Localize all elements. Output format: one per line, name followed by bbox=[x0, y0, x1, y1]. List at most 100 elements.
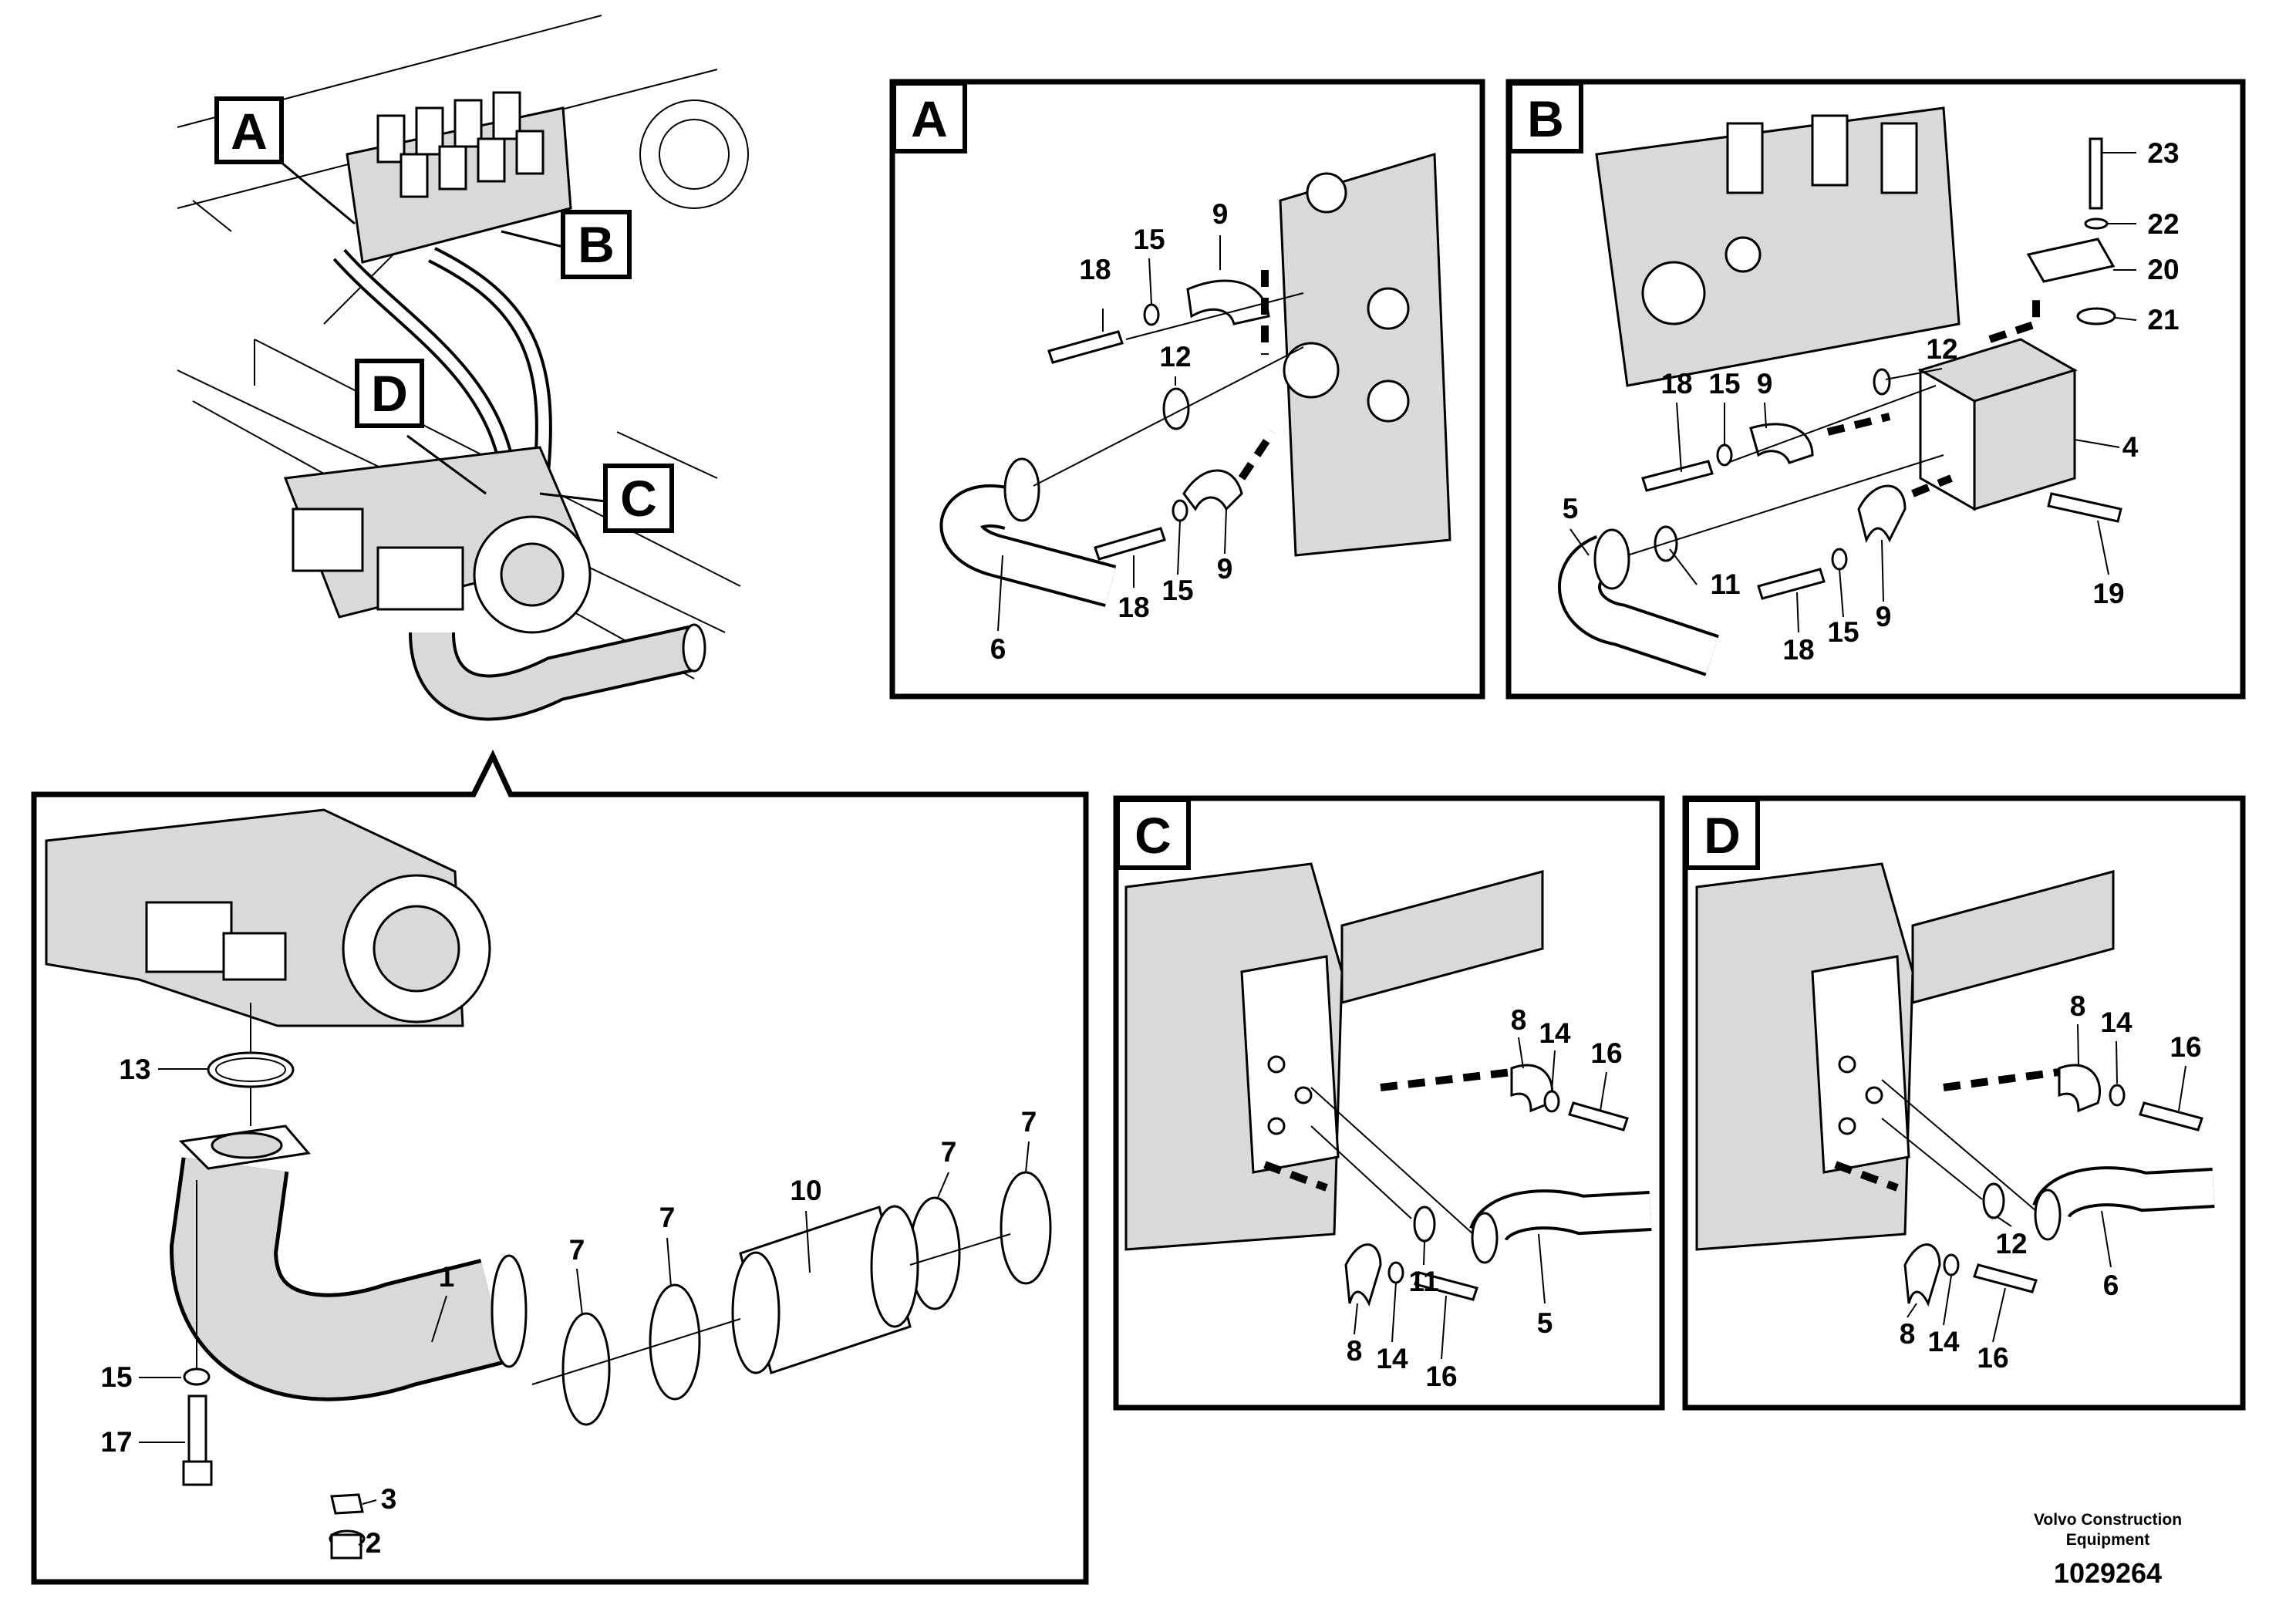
callout-8: 8 bbox=[2070, 990, 2086, 1022]
callout-9: 9 bbox=[1212, 198, 1229, 230]
callout-9: 9 bbox=[1876, 601, 1892, 632]
cover-plate-20 bbox=[2026, 238, 2116, 283]
overview-assembly bbox=[177, 15, 749, 721]
o-ring-12 bbox=[1982, 1182, 2005, 1219]
callout-11: 11 bbox=[1710, 568, 1740, 600]
bolt-18-lower bbox=[1094, 527, 1166, 561]
detail-panel-d: D 8 14 16 12 6 8 14 16 bbox=[1682, 795, 2246, 1411]
split-flange-9-lower bbox=[1182, 469, 1243, 511]
overview-tag-b-text: B bbox=[578, 216, 615, 273]
callout-7: 7 bbox=[569, 1234, 585, 1266]
split-flange-8-lower bbox=[1903, 1243, 1941, 1307]
hose-clamp-7 bbox=[561, 1312, 611, 1426]
credit-line-1: Volvo Construction bbox=[2034, 1511, 2182, 1529]
bolt-18-upper bbox=[1641, 460, 1714, 492]
callout-22: 22 bbox=[2147, 208, 2179, 240]
panel-d-tag-text: D bbox=[1704, 807, 1741, 864]
callout-6: 6 bbox=[990, 633, 1006, 665]
callout-14: 14 bbox=[2100, 1007, 2132, 1038]
hydraulic-hoses bbox=[332, 247, 552, 487]
overview-tag-a-text: A bbox=[231, 103, 268, 160]
callout-16: 16 bbox=[1590, 1037, 1622, 1069]
callout-5: 5 bbox=[1563, 493, 1579, 524]
panel-d-tag: D bbox=[1684, 798, 1760, 870]
suction-pipe-overview bbox=[409, 623, 706, 721]
panel-c-tag: C bbox=[1115, 798, 1191, 870]
overview-tag-c[interactable]: C bbox=[603, 464, 674, 533]
split-flange-8-lower bbox=[1344, 1243, 1382, 1307]
callout-1: 1 bbox=[439, 1261, 455, 1293]
callout-16: 16 bbox=[1977, 1342, 2008, 1374]
bolt-23 bbox=[2089, 137, 2103, 210]
hose-clamp-7 bbox=[649, 1283, 701, 1401]
callout-2: 2 bbox=[366, 1527, 382, 1559]
credit-line-2: Equipment bbox=[2066, 1531, 2150, 1549]
bolt-16-upper bbox=[1568, 1101, 1629, 1131]
callout-14: 14 bbox=[1927, 1326, 1960, 1357]
detail-panel-c: C 8 14 16 11 5 8 14 16 bbox=[1113, 795, 1665, 1411]
o-ring-11 bbox=[1413, 1206, 1436, 1243]
overview-tag-b[interactable]: B bbox=[561, 210, 632, 279]
callout-15: 15 bbox=[100, 1361, 132, 1393]
hose-clamp-7 bbox=[1000, 1171, 1052, 1285]
control-valve-bank bbox=[346, 91, 572, 264]
overview-tag-d[interactable]: D bbox=[355, 359, 424, 428]
overview-tag-a[interactable]: A bbox=[214, 96, 284, 164]
callout-12: 12 bbox=[1926, 333, 1957, 365]
callout-15: 15 bbox=[1133, 224, 1165, 255]
valve-block-a bbox=[1279, 153, 1451, 557]
callout-4: 4 bbox=[2122, 431, 2139, 463]
panel-c-tag-text: C bbox=[1135, 807, 1172, 864]
split-flange-9-upper bbox=[1186, 279, 1270, 325]
o-ring-12 bbox=[1162, 387, 1190, 430]
bolt-16-lower bbox=[1414, 1271, 1478, 1301]
panel-b-tag-text: B bbox=[1527, 90, 1564, 147]
callout-13: 13 bbox=[119, 1054, 150, 1085]
callout-19: 19 bbox=[2092, 578, 2124, 609]
callout-18: 18 bbox=[1118, 592, 1149, 623]
callout-12: 12 bbox=[1159, 341, 1191, 373]
detail-panel-a: A 18 15 9 12 18 15 9 6 bbox=[889, 79, 1485, 700]
callout-8: 8 bbox=[1347, 1335, 1363, 1367]
panel-b-tag: B bbox=[1508, 81, 1583, 153]
callout-9: 9 bbox=[1757, 368, 1773, 400]
split-flange-8-upper bbox=[2058, 1064, 2102, 1113]
detail-panel-b: B bbox=[1505, 79, 2246, 700]
callout-23: 23 bbox=[2147, 137, 2179, 169]
drawing-number: 1029264 bbox=[2054, 1557, 2162, 1589]
hydraulic-pump bbox=[283, 446, 592, 634]
overview-tag-d-text: D bbox=[371, 365, 408, 422]
callout-10: 10 bbox=[790, 1175, 821, 1206]
callout-3: 3 bbox=[381, 1483, 397, 1515]
washer-15 bbox=[183, 1367, 211, 1386]
callout-18: 18 bbox=[1782, 634, 1814, 666]
credit-block: Volvo Construction Equipment 1029264 bbox=[2034, 1511, 2182, 1589]
bolt-18-lower bbox=[1757, 568, 1826, 600]
callout-14: 14 bbox=[1376, 1343, 1408, 1374]
callout-7: 7 bbox=[941, 1136, 957, 1168]
callout-15: 15 bbox=[1708, 368, 1740, 400]
suction-pipe-panel: 13 1 7 7 10 7 7 15 17 3 2 bbox=[31, 749, 1089, 1585]
callout-8: 8 bbox=[1900, 1318, 1916, 1350]
callout-7: 7 bbox=[1021, 1106, 1037, 1138]
callout-14: 14 bbox=[1539, 1017, 1571, 1049]
callout-8: 8 bbox=[1511, 1004, 1527, 1036]
callout-15: 15 bbox=[1161, 575, 1193, 606]
callout-18: 18 bbox=[1079, 254, 1111, 285]
callout-20: 20 bbox=[2147, 254, 2179, 285]
callout-15: 15 bbox=[1827, 616, 1859, 648]
callout-16: 16 bbox=[2170, 1031, 2201, 1063]
o-ring-12 bbox=[1873, 368, 1891, 396]
callout-9: 9 bbox=[1217, 553, 1233, 585]
callout-17: 17 bbox=[100, 1426, 132, 1458]
bolt-16-lower bbox=[1973, 1263, 2038, 1293]
callout-7: 7 bbox=[659, 1202, 676, 1233]
panel-a-tag-text: A bbox=[911, 90, 948, 147]
callout-11: 11 bbox=[1408, 1266, 1438, 1297]
bolt-18-upper bbox=[1047, 330, 1124, 364]
bolt-19 bbox=[2047, 492, 2122, 523]
callout-6: 6 bbox=[2103, 1270, 2119, 1301]
bolt-17 bbox=[187, 1394, 207, 1471]
plug-2 bbox=[330, 1493, 364, 1515]
